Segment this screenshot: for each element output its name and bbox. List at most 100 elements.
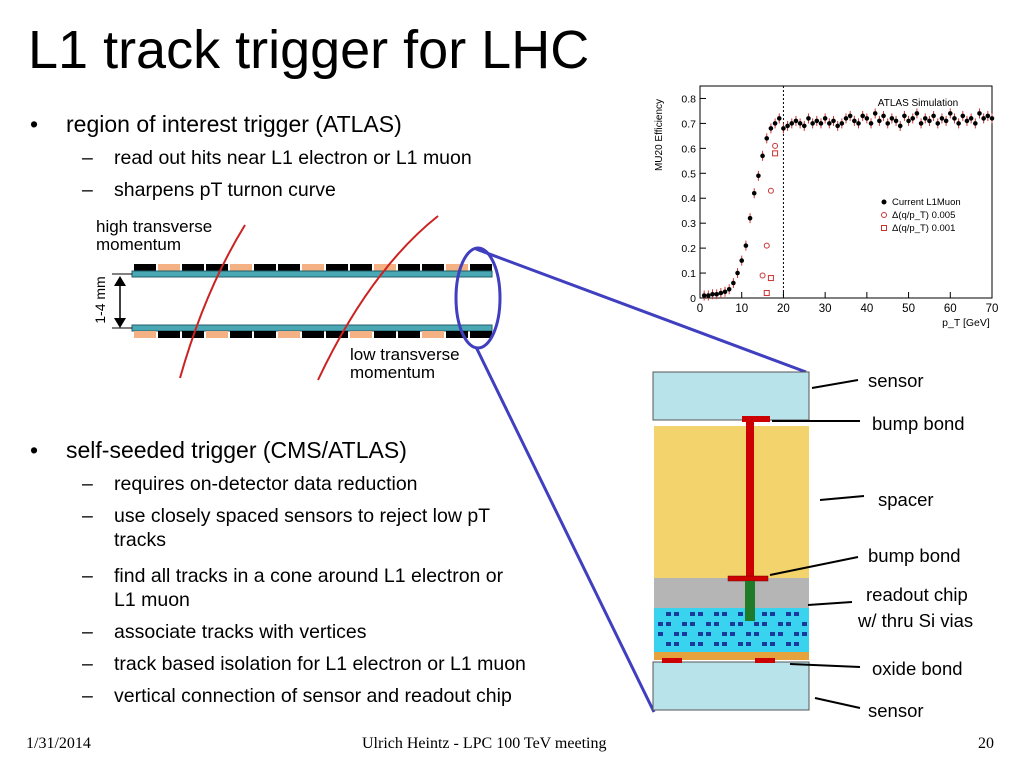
pixel-pad — [278, 331, 300, 338]
data-point — [814, 118, 820, 124]
data-point — [767, 275, 774, 282]
high-pt-label-line: high transverse — [96, 217, 213, 236]
circuit-trace — [722, 642, 727, 646]
label-sensor-top: sensor — [868, 370, 924, 391]
bullet-text: region of interest trigger (ATLAS) — [66, 111, 402, 137]
data-point — [785, 123, 790, 129]
high-pt-track — [179, 224, 246, 379]
data-point — [767, 187, 774, 194]
circuit-trace — [770, 632, 775, 636]
dash: – — [82, 505, 93, 527]
label-readout-chip: readout chip — [866, 584, 968, 605]
pixel-pad — [206, 331, 228, 338]
top-bump-bond — [742, 416, 770, 422]
data-point — [735, 270, 740, 276]
bottom-pixel-pads — [134, 331, 492, 338]
circuit-trace — [674, 642, 679, 646]
sub-bullet-text-continued: L1 muon — [114, 589, 190, 611]
circuit-trace — [698, 642, 703, 646]
data-point — [801, 123, 807, 129]
sub-bullet-text: sharpens pT turnon curve — [114, 179, 336, 201]
circuit-trace — [770, 642, 775, 646]
x-tick-label: 30 — [819, 303, 832, 315]
zoom-indicator — [454, 246, 807, 713]
sub-bullet-text: use closely spaced sensors to reject low… — [114, 505, 491, 527]
data-point — [772, 142, 779, 149]
y-tick-label: 0.6 — [681, 143, 696, 155]
circuit-trace — [658, 622, 663, 626]
pixel-pad — [254, 331, 276, 338]
circuit-trace — [674, 632, 679, 636]
circuit-trace — [746, 642, 751, 646]
circuit-trace — [690, 642, 695, 646]
y-tick-label: 0.8 — [681, 93, 696, 105]
data-point — [935, 121, 941, 126]
circuit-trace — [722, 632, 727, 636]
circuit-trace — [778, 632, 783, 636]
spacer — [654, 426, 809, 578]
circuit-trace — [738, 622, 743, 626]
y-tick-label: 0.2 — [681, 243, 696, 255]
through-si-via — [745, 581, 755, 621]
top-pixel-pads — [134, 264, 492, 271]
gap-arrow-head-up — [114, 276, 126, 286]
circuit-trace — [754, 622, 759, 626]
pixel-pad — [230, 331, 252, 338]
pixel-pad — [374, 331, 396, 338]
circuit-trace — [754, 632, 759, 636]
data-point — [818, 121, 824, 126]
data-point — [760, 153, 765, 159]
dash: – — [82, 653, 93, 675]
leader-bump-lower — [769, 556, 859, 576]
low-pt-track — [317, 215, 439, 381]
data-point — [918, 121, 924, 126]
readout-chip-bulk — [654, 578, 809, 608]
data-point — [831, 118, 836, 124]
circuit-trace — [666, 622, 671, 626]
data-point — [722, 289, 728, 295]
dash: – — [82, 565, 93, 587]
pixel-pad — [398, 331, 420, 338]
legend-entry: Δ(q/p_T) 0.005 — [892, 210, 955, 221]
dash: – — [82, 473, 93, 495]
footer-center: Ulrich Heintz - LPC 100 TeV meeting — [362, 735, 607, 752]
sub-bullet-text: track based isolation for L1 electron or… — [114, 653, 526, 675]
label-spacer: spacer — [878, 489, 934, 510]
high-pt-label: high transverse momentum — [96, 218, 212, 254]
pixel-pad — [422, 264, 444, 271]
data-point — [906, 118, 911, 124]
pixel-pad — [374, 264, 396, 271]
pixel-pad — [470, 331, 492, 338]
data-point — [914, 111, 920, 116]
label-thru-si-vias: w/ thru Si vias — [858, 610, 974, 631]
circuit-trace — [770, 612, 775, 616]
circuit-trace — [666, 612, 671, 616]
data-point — [810, 121, 815, 126]
data-point — [968, 116, 974, 121]
data-point — [893, 118, 899, 124]
pixel-pad — [134, 264, 156, 271]
sub-bullet-text: find all tracks in a cone around L1 elec… — [114, 565, 504, 587]
circuit-trace — [786, 642, 791, 646]
x-tick-label: 20 — [777, 303, 790, 315]
circuit-trace — [690, 612, 695, 616]
data-point — [868, 121, 874, 126]
label-bump-bond-top: bump bond — [872, 413, 965, 434]
bullet-text: self-seeded trigger (CMS/ATLAS) — [66, 437, 407, 463]
dash: – — [82, 621, 93, 643]
sensor-pair-diagram — [112, 215, 493, 381]
circuit-trace — [714, 622, 719, 626]
data-point — [847, 113, 853, 119]
data-point — [793, 118, 799, 124]
data-point — [772, 150, 779, 157]
pixel-pad — [326, 264, 348, 271]
dash: – — [82, 179, 93, 201]
data-point — [714, 291, 719, 297]
circuit-trace — [794, 642, 799, 646]
x-tick-label: 40 — [860, 303, 873, 315]
circuit-trace — [802, 632, 807, 636]
x-tick-label: 60 — [944, 303, 957, 315]
lower-bump-bond — [727, 575, 769, 582]
circuit-trace — [746, 632, 751, 636]
data-point — [939, 116, 945, 121]
